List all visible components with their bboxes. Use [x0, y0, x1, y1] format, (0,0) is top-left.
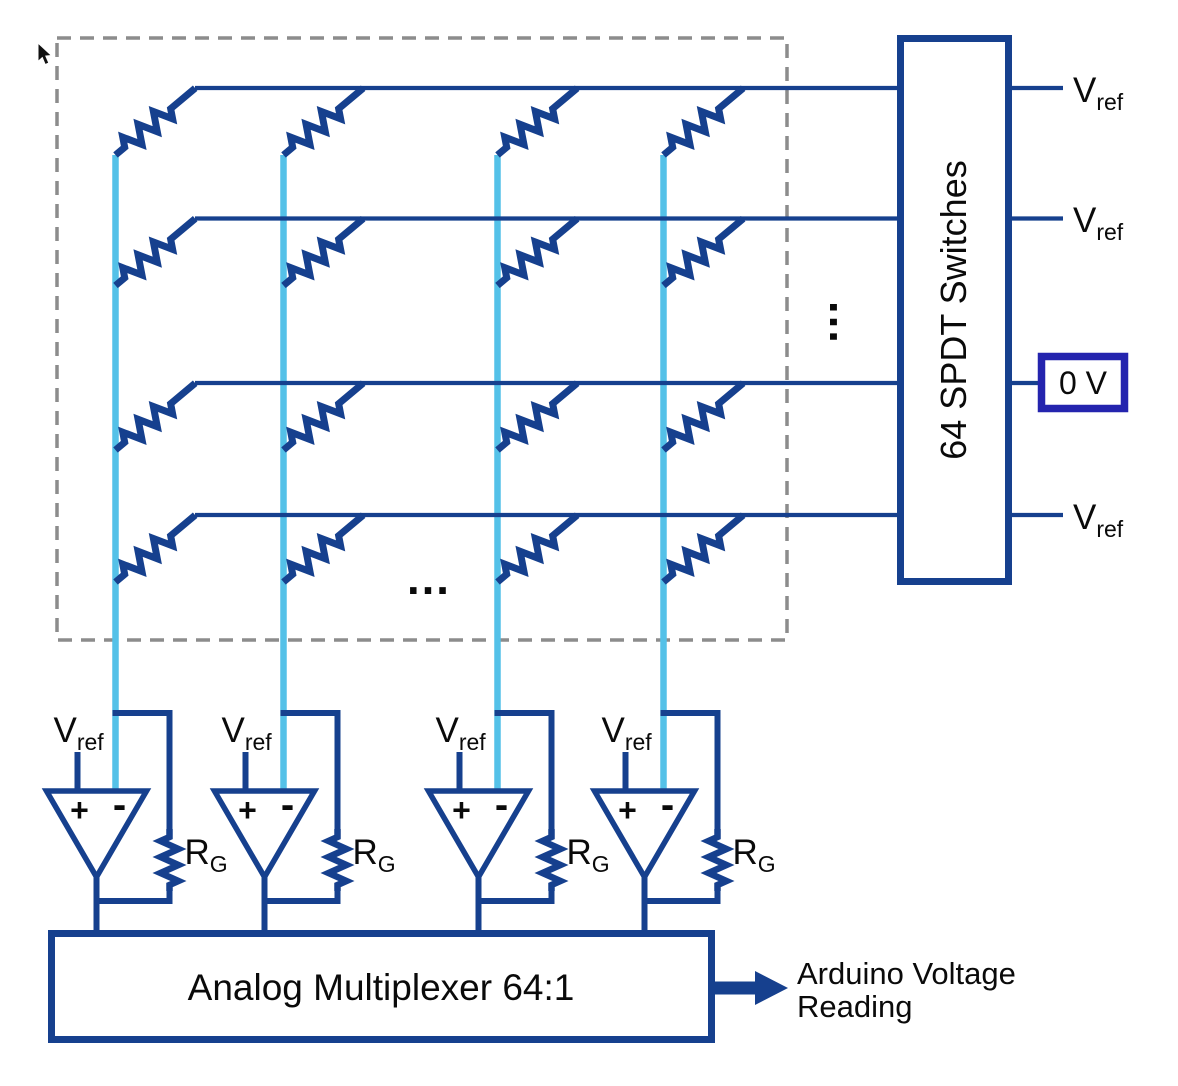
- minus-input-sign: -: [495, 783, 508, 827]
- plus-input-sign: +: [452, 792, 471, 828]
- zero-volt-box: [1037, 352, 1129, 413]
- grid-resistor-r3c3: [495, 380, 580, 453]
- grid-resistor-r4c4: [661, 512, 746, 585]
- gain-resistor: [700, 829, 735, 891]
- opamp-vref-label: Vref: [436, 711, 487, 755]
- grid-resistor-r1c4: [661, 85, 746, 158]
- feedback-wire: [494, 710, 555, 829]
- feedback-return-wire: [264, 891, 341, 904]
- column-ellipsis: …: [405, 552, 453, 604]
- feedback-wire: [280, 710, 341, 829]
- feedback-return-wire: [96, 891, 173, 904]
- row-ellipsis: …: [820, 299, 872, 347]
- gain-resistor-label: RG: [185, 833, 228, 877]
- gain-resistor-label: RG: [353, 833, 396, 877]
- opamp-triangle: [41, 788, 152, 883]
- grid-resistor-r2c2: [281, 215, 366, 289]
- grid-resistor-r4c3: [495, 512, 580, 585]
- minus-input-sign: -: [661, 783, 674, 827]
- vref-output-label-2: Vref: [1073, 201, 1124, 245]
- opamp-vref-label: Vref: [54, 711, 105, 755]
- gain-resistor: [534, 829, 569, 891]
- resistor-array-boundary: [55, 36, 789, 642]
- mux-output-arrow: [715, 971, 788, 1005]
- grid-resistor-r1c3: [495, 85, 580, 158]
- feedback-return-wire: [644, 891, 721, 904]
- vref-output-label-4: Vref: [1073, 498, 1124, 542]
- grid-resistor-r3c2: [281, 380, 366, 453]
- resistor-grid: [113, 85, 899, 585]
- spdt-switch-box: [897, 35, 1012, 585]
- mux-box: [48, 930, 715, 1043]
- mouse-cursor-icon: [37, 41, 53, 66]
- grid-resistor-r3c1: [113, 380, 198, 453]
- opamp-vref-label: Vref: [222, 711, 273, 755]
- opamp-triangle: [589, 788, 700, 883]
- feedback-return-wire: [478, 891, 555, 904]
- plus-input-sign: +: [238, 792, 257, 828]
- grid-resistor-r1c2: [281, 85, 366, 158]
- plus-input-sign: +: [70, 792, 89, 828]
- gain-resistor-label: RG: [733, 833, 776, 877]
- switch-output-stubs: [1010, 85, 1063, 518]
- arduino-label-line1: Arduino Voltage: [797, 956, 1016, 991]
- gain-resistor-label: RG: [567, 833, 610, 877]
- vref-output-label-1: Vref: [1073, 71, 1124, 115]
- plus-input-sign: +: [618, 792, 637, 828]
- grid-resistor-r2c3: [495, 215, 580, 289]
- arrow-head-icon: [755, 971, 788, 1005]
- gain-resistor: [152, 829, 187, 891]
- opamp-triangle: [209, 788, 320, 883]
- feedback-wire: [660, 710, 721, 829]
- grid-resistor-r1c1: [113, 85, 198, 158]
- minus-input-sign: -: [281, 783, 294, 827]
- grid-resistor-r3c4: [661, 380, 746, 453]
- spdt-switch-label: 64 SPDT Switches: [933, 160, 974, 459]
- column-lines: [112, 155, 667, 791]
- grid-resistor-r4c1: [113, 512, 198, 585]
- grid-resistor-r2c4: [661, 215, 746, 289]
- mux-label: Analog Multiplexer 64:1: [188, 967, 575, 1008]
- zero-volt-label: 0 V: [1059, 365, 1108, 401]
- gain-resistor: [320, 829, 355, 891]
- opamp-triangle: [423, 788, 534, 883]
- feedback-wire: [112, 710, 173, 829]
- arduino-label-line2: Reading: [797, 989, 912, 1024]
- opamp-vref-label: Vref: [602, 711, 653, 755]
- grid-resistor-r2c1: [113, 215, 198, 289]
- grid-resistor-r4c2: [281, 512, 366, 585]
- minus-input-sign: -: [113, 783, 126, 827]
